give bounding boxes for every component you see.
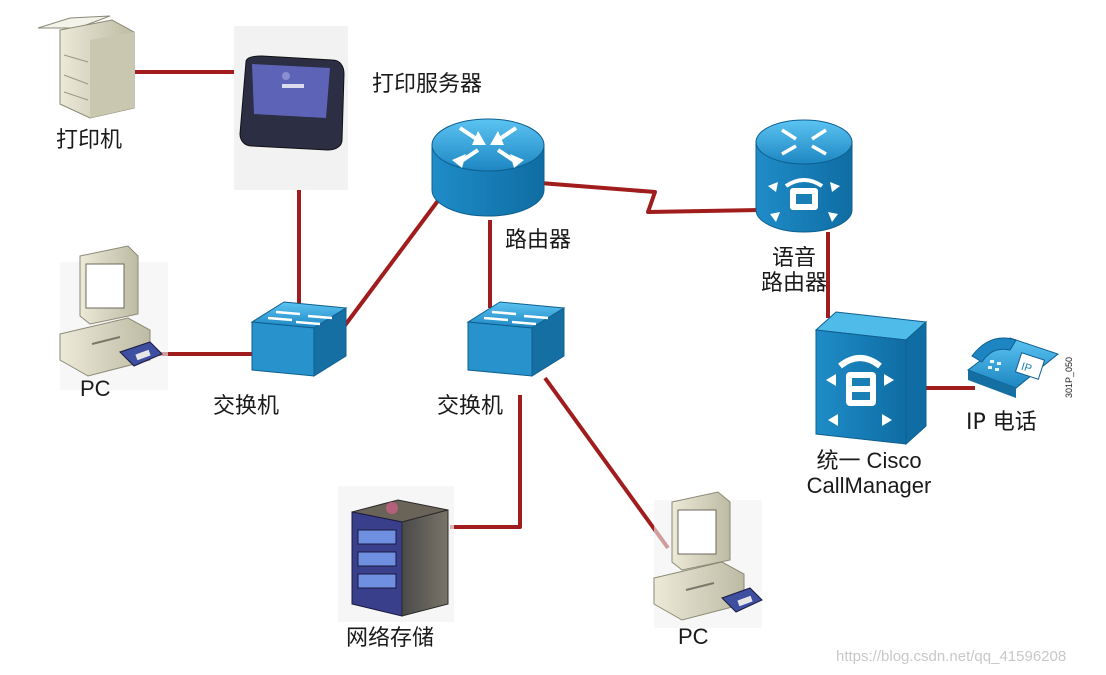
voice-router-label-line2: 路由器	[760, 271, 827, 297]
pc-icon[interactable]	[653, 491, 763, 628]
printer-icon[interactable]	[37, 15, 135, 119]
storage-icon[interactable]	[338, 486, 454, 622]
pc-bottom-label: PC	[678, 624, 709, 649]
voice-router-label: 语音 路由器	[744, 246, 844, 297]
pc-icon[interactable]	[59, 245, 168, 390]
switch-center-label: 交换机	[437, 394, 504, 419]
figure-code: 301P_050	[1064, 356, 1074, 398]
link-switch-center-pc-bottom	[543, 376, 670, 550]
voice-router-label-line1: 语音	[771, 246, 816, 271]
callmanager-icon[interactable]	[814, 311, 928, 446]
link-switch-left-router	[341, 196, 442, 330]
print-server-label: 打印服务器	[372, 72, 483, 97]
ip-phone-icon[interactable]: IP	[966, 337, 1060, 398]
switch-icon[interactable]	[466, 301, 566, 377]
svg-text:IP: IP	[1020, 361, 1034, 376]
router-icon[interactable]	[431, 118, 545, 217]
callmanager-label-line1: 统一 Cisco	[816, 448, 922, 473]
link-switch-center-storage	[450, 395, 522, 529]
printer-label: 打印机	[56, 128, 123, 153]
switch-left-label: 交换机	[213, 394, 280, 419]
pc-left-label: PC	[80, 376, 111, 401]
switch-icon[interactable]	[250, 301, 348, 377]
callmanager-label: 统一 Cisco CallManager	[794, 448, 944, 499]
print-server-icon[interactable]	[234, 26, 348, 190]
ip-phone-label: IP 电话	[966, 410, 1037, 435]
watermark: https://blog.csdn.net/qq_41596208	[836, 648, 1067, 665]
voice-router-icon[interactable]	[755, 119, 853, 233]
router-label: 路由器	[505, 228, 572, 253]
storage-label: 网络存储	[346, 626, 435, 651]
link-router-voicerouter-serial	[539, 181, 761, 214]
callmanager-label-line2: CallManager	[806, 473, 932, 499]
